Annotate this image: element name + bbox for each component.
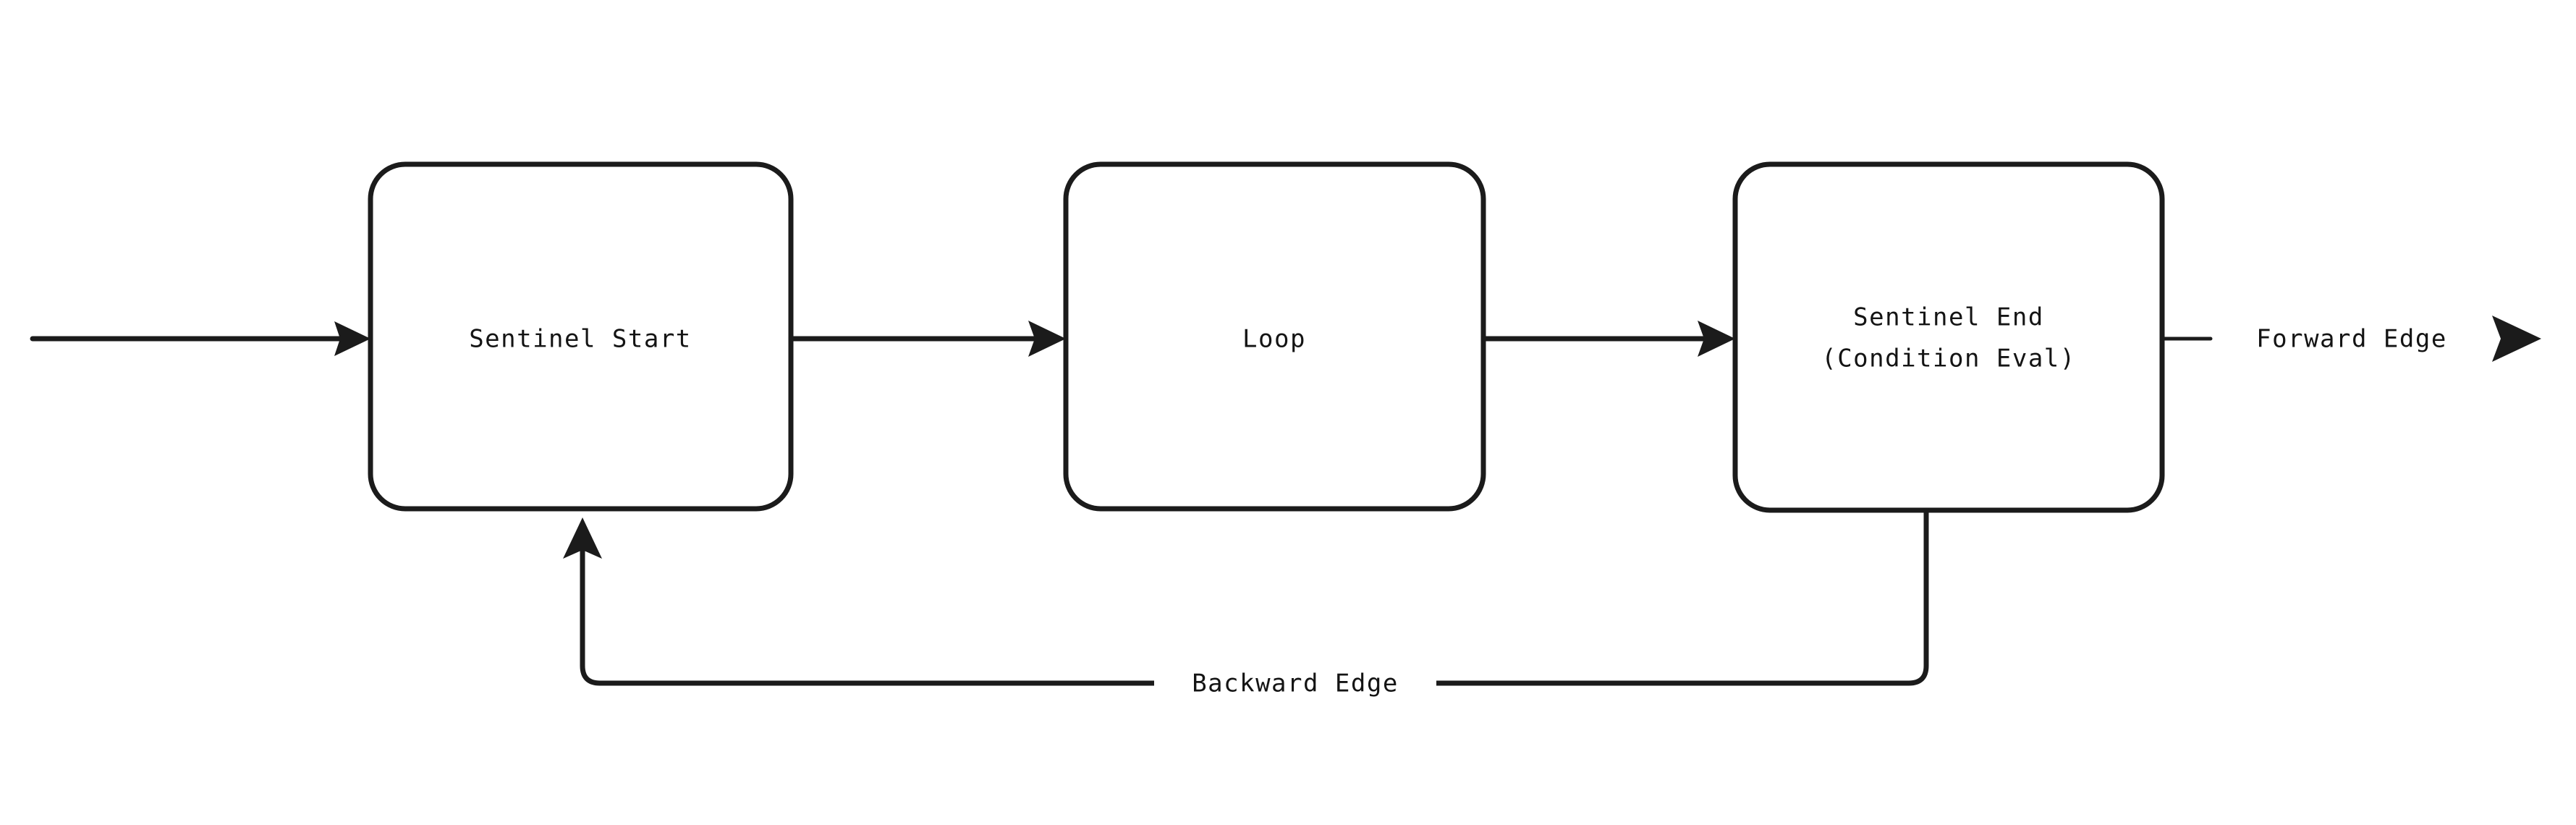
node-sentinel-start[interactable]: Sentinel Start bbox=[368, 161, 794, 512]
edge-backward-label-backdrop bbox=[1154, 664, 1436, 702]
edge-loop-to-end bbox=[1480, 321, 1735, 357]
edge-loop-to-end-arrowhead bbox=[1698, 321, 1735, 357]
edge-entry bbox=[30, 321, 370, 356]
edge-start-to-loop bbox=[788, 321, 1066, 357]
edge-forward-arrowhead bbox=[2492, 316, 2541, 362]
edge-backward-label: Backward Edge bbox=[1192, 669, 1399, 698]
edge-forward: Forward Edge bbox=[2160, 316, 2541, 362]
node-loop[interactable]: Loop bbox=[1063, 161, 1486, 512]
node-loop-label: Loop bbox=[1242, 325, 1306, 354]
node-sentinel-end[interactable]: Sentinel End (Condition Eval) bbox=[1732, 161, 2165, 513]
edge-forward-label: Forward Edge bbox=[2256, 325, 2447, 354]
edge-start-to-loop-arrowhead bbox=[1028, 321, 1066, 357]
edge-backward-arrowhead bbox=[563, 517, 602, 559]
edge-entry-arrowhead bbox=[334, 321, 370, 356]
edge-backward: Backward Edge bbox=[563, 507, 1929, 702]
node-sentinel-end-label-line1: Sentinel End bbox=[1853, 303, 2044, 332]
node-sentinel-end-shape[interactable] bbox=[1732, 161, 2165, 513]
node-sentinel-end-label-line2: (Condition Eval) bbox=[1821, 344, 2076, 373]
edge-backward-line bbox=[580, 507, 1929, 686]
node-sentinel-start-label: Sentinel Start bbox=[469, 325, 692, 354]
